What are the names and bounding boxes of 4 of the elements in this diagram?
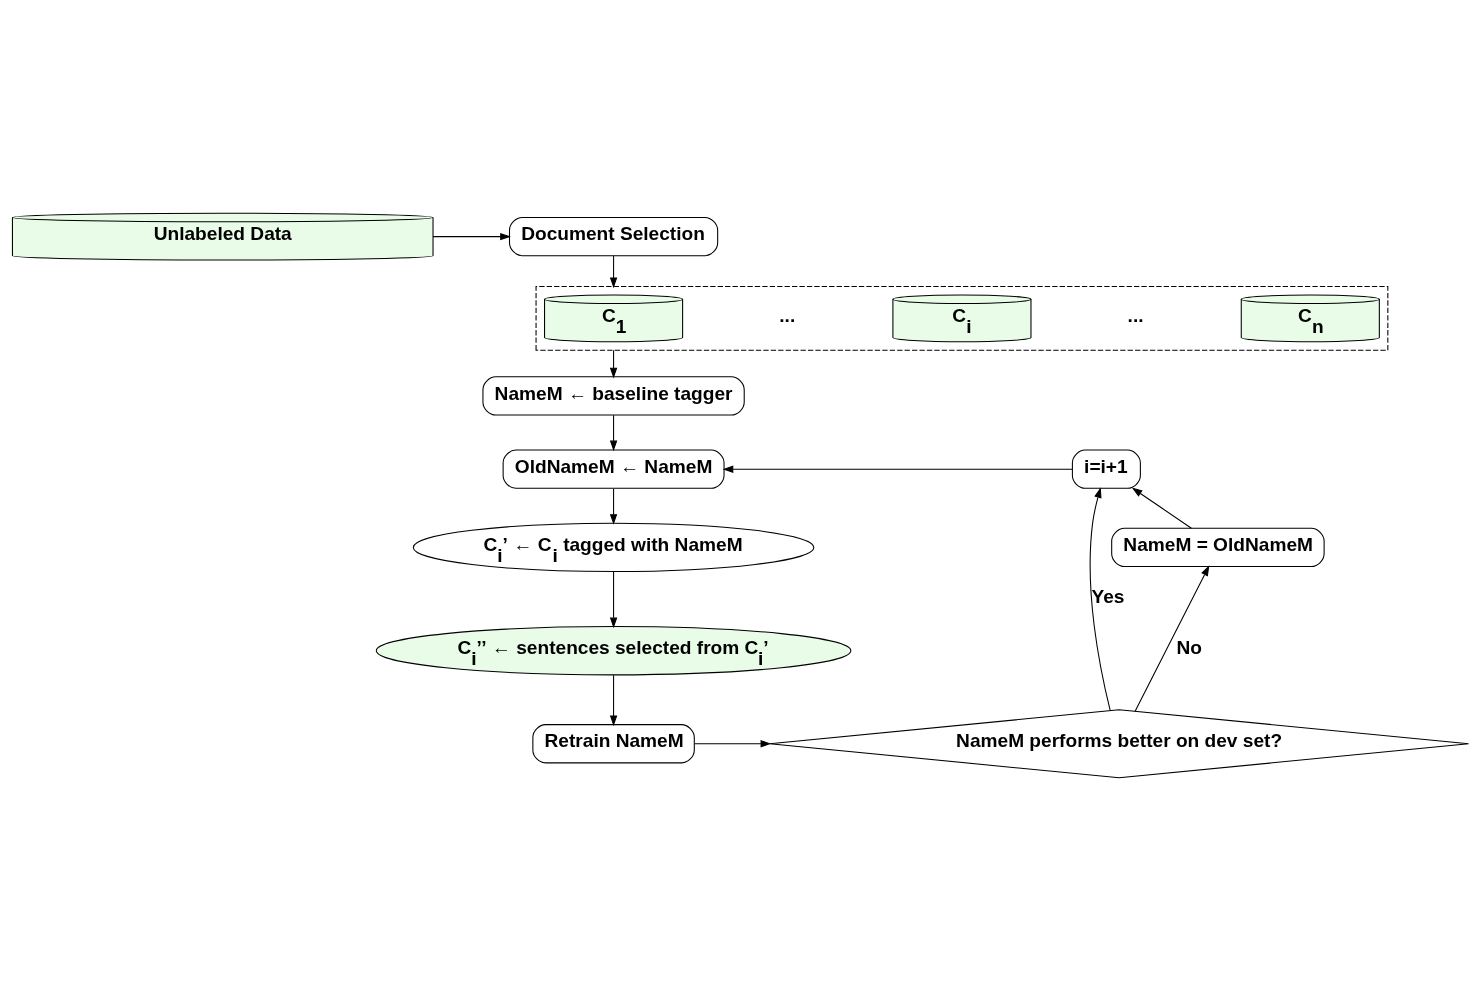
edge-label: Yes — [1091, 585, 1125, 607]
label: ... — [779, 304, 796, 326]
label: ... — [1127, 304, 1144, 326]
edge-label: No — [1176, 636, 1202, 658]
